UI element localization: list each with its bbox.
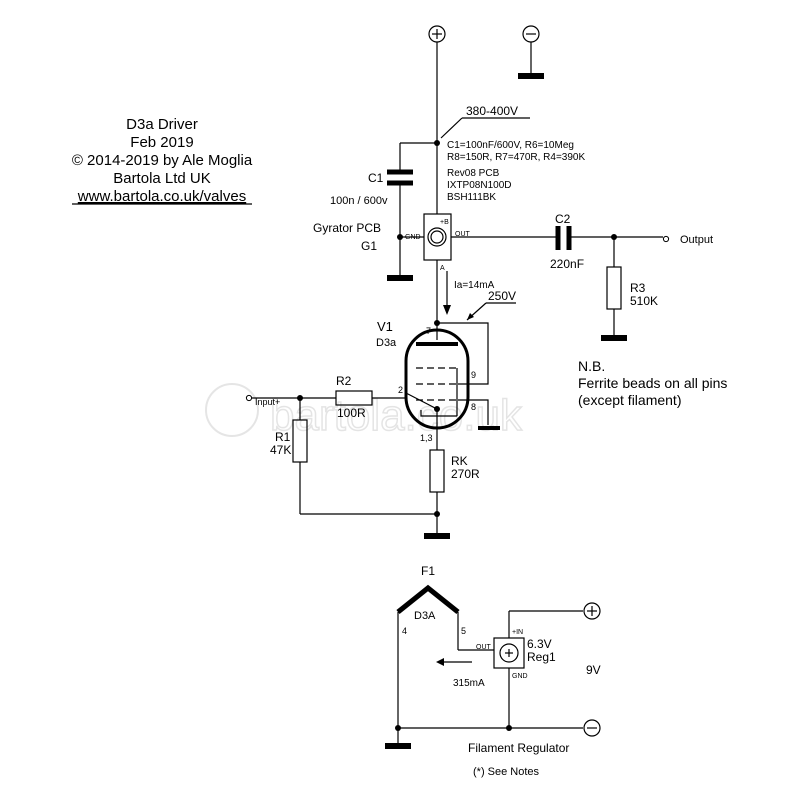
- resistor-r1: R1 47K: [270, 398, 437, 515]
- c1-name: C1: [368, 171, 384, 185]
- svg-text:(except filament): (except filament): [578, 392, 681, 408]
- input-terminal: Input+: [245, 394, 280, 407]
- url: www.bartola.co.uk/valves: [77, 188, 246, 205]
- svg-text:8: 8: [471, 402, 476, 412]
- input-label: Input+: [255, 397, 280, 407]
- date: Feb 2019: [130, 134, 193, 151]
- svg-text:A: A: [440, 265, 445, 272]
- svg-text:R8=150R, R7=470R, R4=390K: R8=150R, R7=470R, R4=390K: [447, 152, 585, 163]
- svg-text:GND: GND: [512, 673, 528, 680]
- svg-text:C1=100nF/600V, R6=10Meg: C1=100nF/600V, R6=10Meg: [447, 140, 574, 151]
- resistor-r3: R3 510K: [601, 237, 658, 341]
- r3-value: 510K: [630, 294, 658, 308]
- gyrator-pcb: +B GND OUT A Gyrator PCB G1: [313, 213, 471, 281]
- svg-text:9: 9: [471, 370, 476, 380]
- output-terminal: Output: [662, 234, 713, 246]
- title-block: D3a Driver Feb 2019 © 2014-2019 by Ale M…: [72, 116, 253, 205]
- filament-ref: F1: [421, 564, 435, 578]
- c2-value: 220nF: [550, 257, 584, 271]
- output-label: Output: [680, 234, 713, 246]
- svg-text:OUT: OUT: [476, 644, 492, 651]
- c1-value: 100n / 600v: [330, 195, 388, 207]
- notes-block: C1=100nF/600V, R6=10Meg R8=150R, R7=470R…: [447, 140, 585, 203]
- capacitor-c2: C2 220nF: [451, 212, 663, 271]
- svg-text:N.B.: N.B.: [578, 358, 605, 374]
- filament-type: D3A: [414, 610, 436, 622]
- regulator-ref: Reg1: [527, 650, 556, 664]
- rk-value: 270R: [451, 467, 480, 481]
- anode-voltage-label: 250V: [466, 289, 516, 321]
- svg-text:380-400V: 380-400V: [466, 104, 518, 118]
- copyright: © 2014-2019 by Ale Moglia: [72, 152, 253, 169]
- company: Bartola Ltd UK: [113, 170, 211, 187]
- ia-label: Ia=14mA: [454, 280, 495, 291]
- filament-supply-voltage: 9V: [586, 663, 601, 677]
- r1-name: R1: [275, 430, 291, 444]
- svg-text:Ferrite beads on all pins: Ferrite beads on all pins: [578, 375, 727, 391]
- tube-v1: V1 D3a 7 9 2 8 1,3: [376, 319, 500, 450]
- gyrator-ref: G1: [361, 239, 377, 253]
- watermark-logo-circle: [205, 383, 259, 437]
- svg-text:4: 4: [402, 626, 407, 636]
- supply-plus-terminal: [428, 25, 446, 43]
- svg-text:+B: +B: [440, 219, 449, 226]
- c2-name: C2: [555, 212, 571, 226]
- capacitor-c1: C1 100n / 600v: [330, 142, 437, 236]
- title: D3a Driver: [126, 116, 198, 133]
- regulator-voltage: 6.3V: [527, 637, 552, 651]
- svg-text:250V: 250V: [488, 289, 516, 303]
- filament-plus-terminal: [583, 602, 601, 620]
- filament-regulator-label: Filament Regulator: [468, 741, 569, 755]
- r3-name: R3: [630, 281, 646, 295]
- svg-text:+IN: +IN: [512, 629, 523, 636]
- svg-text:IXTP08N100D: IXTP08N100D: [447, 180, 511, 191]
- regulator-reg1: +IN OUT GND 6.3V Reg1: [476, 610, 583, 731]
- see-notes: (*) See Notes: [473, 766, 540, 778]
- r2-name: R2: [336, 374, 352, 388]
- filament-f1: F1 D3A 4 5 315mA Filament Regulator (*) …: [385, 564, 583, 778]
- supply-voltage-label: 380-400V: [440, 104, 530, 139]
- svg-text:OUT: OUT: [455, 231, 471, 238]
- svg-text:5: 5: [461, 626, 466, 636]
- gyrator-label: Gyrator PCB: [313, 221, 381, 235]
- rk-name: RK: [451, 454, 468, 468]
- supply-minus-terminal: [518, 25, 544, 79]
- tube-type: D3a: [376, 337, 397, 349]
- svg-text:1,3: 1,3: [420, 433, 433, 443]
- nb-note: N.B. Ferrite beads on all pins (except f…: [578, 358, 727, 408]
- svg-text:Rev08 PCB: Rev08 PCB: [447, 168, 500, 179]
- watermark-text: bartola.co.uk: [270, 391, 523, 440]
- watermark: bartola.co.uk: [205, 383, 524, 441]
- resistor-r2: R2 100R: [252, 374, 406, 420]
- filament-minus-terminal: [583, 719, 601, 737]
- r1-value: 47K: [270, 443, 291, 457]
- svg-text:2: 2: [398, 385, 403, 395]
- svg-text:BSH111BK: BSH111BK: [447, 192, 496, 203]
- filament-current: 315mA: [453, 678, 485, 689]
- resistor-rk: RK 270R: [424, 449, 480, 539]
- r2-value: 100R: [337, 406, 366, 420]
- tube-ref: V1: [377, 319, 393, 334]
- svg-text:7: 7: [426, 326, 431, 336]
